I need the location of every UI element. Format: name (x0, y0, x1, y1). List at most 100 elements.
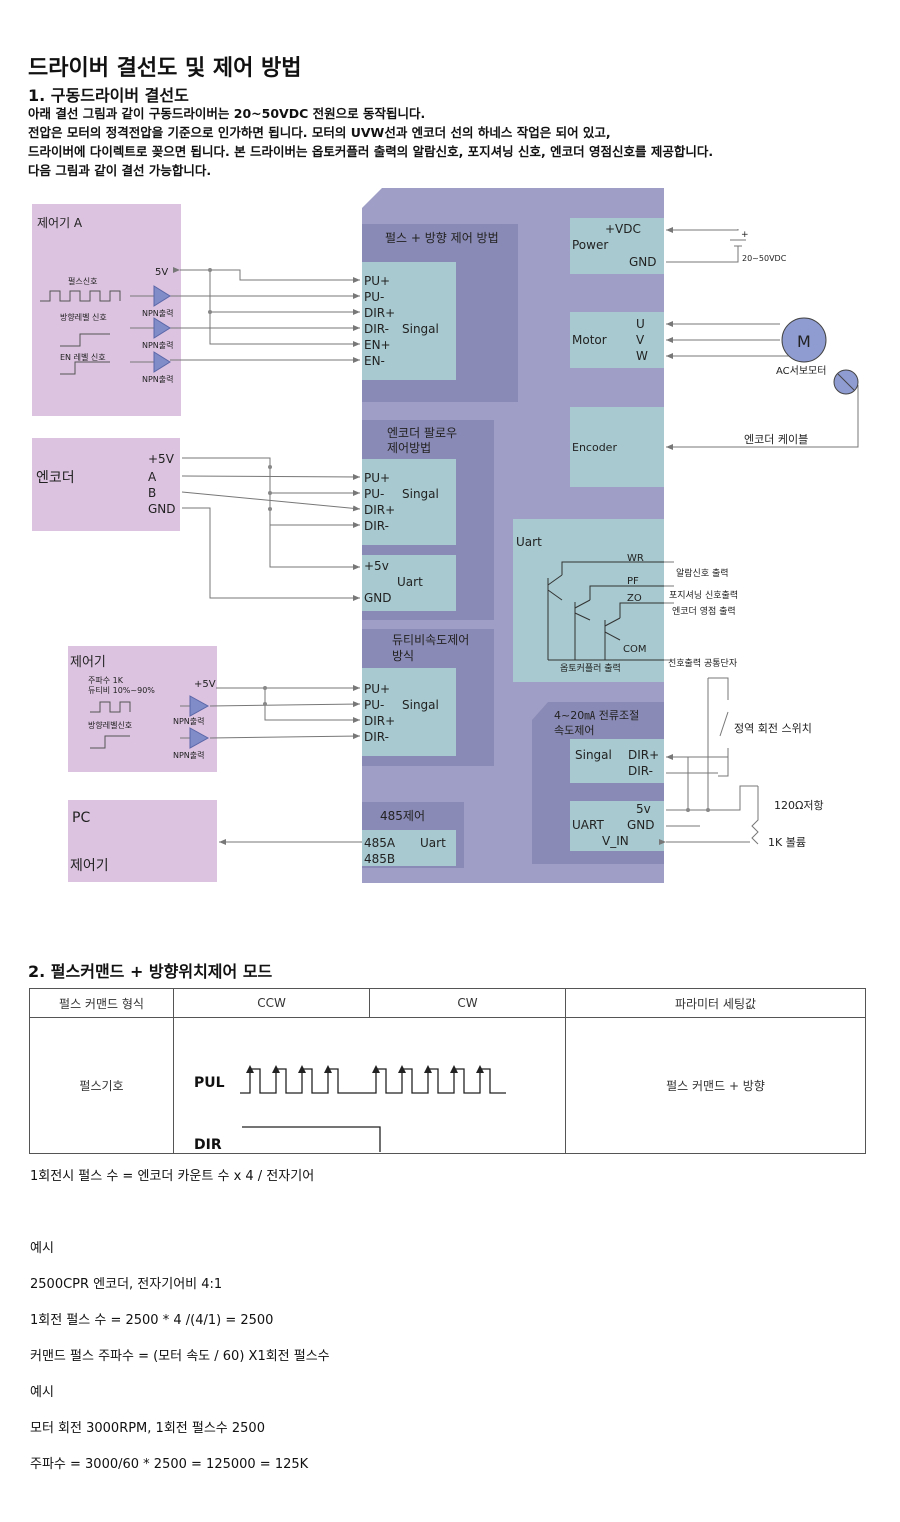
npn-buffers-a (153, 285, 171, 373)
motor-v: V (636, 333, 645, 347)
pc-label: PC (72, 810, 90, 826)
current-wires (659, 677, 759, 845)
pin-label: PU- (364, 698, 384, 712)
current-dots (686, 808, 710, 812)
controller2-5v: +5V (194, 679, 216, 690)
encoder-title: 엔코더 (36, 470, 75, 486)
uart-com: COM (623, 644, 646, 655)
table-cell-label: 펄스기호 (29, 1017, 174, 1154)
section1-heading: 1. 구동드라이버 결선도 (28, 86, 189, 105)
en-level-label: EN 레벨 신호 (60, 352, 106, 362)
pul-label: PUL (194, 1075, 225, 1091)
pulse-signal-label: 펄스신호 (68, 276, 97, 286)
page-title: 드라이버 결선도 및 제어 방법 (28, 56, 302, 81)
formula-line: 주파수 = 3000/60 * 2500 = 125000 = 125K (30, 1457, 309, 1472)
current-uart: UART (572, 818, 604, 832)
current-title: 속도제어 (554, 724, 594, 737)
singal-label: Singal (402, 698, 439, 712)
encoder-5v: +5V (148, 452, 175, 466)
wiring-diagram: 제어기 A 5V 펄스신호 방향레벨 신호 EN 레벨 신호 NPN출력 NPN… (32, 188, 859, 883)
encoder-box (32, 438, 180, 531)
pulse-command-table: 펄스 커맨드 형식 CCW CW 파라미터 세팅값 펄스기호 PUL DIR 펄… (29, 988, 866, 1154)
pul-arrows (246, 1065, 484, 1073)
encoder-dots (268, 465, 272, 511)
uart-out-wires (664, 561, 674, 661)
uart-out-title: Uart (516, 535, 542, 549)
formula-line: 예시 (30, 1241, 54, 1256)
power-box (570, 218, 664, 274)
pin-label: PU- (364, 290, 384, 304)
intro-line: 다음 그림과 같이 결선 가능합니다. (28, 163, 212, 178)
encoder-symbol-line (837, 373, 855, 391)
motor-u: U (636, 317, 645, 331)
current-title: 4~20㎃ 전류조절 (554, 709, 639, 722)
resistor-label: 120Ω저항 (774, 799, 824, 812)
encoder-block-box (570, 407, 664, 487)
motor-box (570, 312, 664, 368)
encoder-a: A (148, 470, 157, 484)
servo-label: AC서보모터 (776, 365, 826, 377)
pin-label: DIR+ (364, 503, 395, 517)
section2-heading: 2. 펄스커맨드 + 방향위치제어 모드 (28, 962, 273, 981)
pc-controller-label: 제어기 (70, 858, 109, 874)
power-plus: + (741, 230, 749, 240)
rs485-uart: Uart (420, 836, 446, 850)
controller2-title: 제어기 (70, 655, 106, 670)
uart5v-5v: +5v (364, 559, 389, 573)
opto-transistors (547, 561, 664, 661)
npn-label: NPN출력 (173, 716, 205, 726)
rs485-box (362, 830, 456, 866)
current-singal-box (570, 739, 664, 783)
pin-label: DIR+ (364, 306, 395, 320)
alarm-output-label: 알람신호 출력 (676, 567, 729, 579)
intro-line: 드라이버에 다이렉트로 꽂으면 됩니다. 본 드라이버는 옵토커플러 출력의 알… (28, 144, 714, 159)
npn-label: NPN출력 (142, 340, 174, 350)
encoder-follow-title: 제어방법 (387, 441, 431, 455)
duty-title: 듀티비속도제어 (392, 633, 469, 647)
formula-line: 모터 회전 3000RPM, 1회전 펄스수 2500 (30, 1421, 265, 1436)
formula-line: 1회전 펄스 수 = 2500 * 4 /(4/1) = 2500 (30, 1313, 274, 1328)
controller2-wires (180, 685, 361, 740)
formula-line: 예시 (30, 1385, 54, 1400)
encoder-gnd: GND (148, 502, 176, 516)
rs485-title: 485제어 (380, 809, 425, 823)
encoder-block-label: Encoder (572, 441, 617, 454)
uart5v-box (362, 555, 456, 611)
switch-label: 정역 회전 스위치 (734, 722, 812, 735)
singal-label: Singal (402, 322, 439, 336)
pc-box (68, 800, 217, 882)
motor-wires (666, 321, 859, 450)
pot-label: 1K 볼륨 (768, 836, 806, 849)
freq-label: 주파수 1K (88, 676, 124, 685)
pin-label: EN- (364, 354, 385, 368)
power-supply: 20~50VDC (742, 254, 787, 263)
npn-label: NPN출력 (173, 750, 205, 760)
npn-buffers-2 (189, 695, 210, 749)
uart-pf: PF (627, 576, 639, 587)
table-header: 파라미터 세팅값 (565, 988, 866, 1018)
dir-waveform (242, 1126, 381, 1152)
controller-a-wires (130, 267, 360, 363)
current-vin: V_IN (602, 834, 629, 848)
motor-label: Motor (572, 333, 607, 347)
power-wires (666, 227, 746, 263)
encoder-cable-label: 엔코더 케이블 (744, 433, 808, 446)
pin-label: PU+ (364, 682, 390, 696)
pin-label: PU+ (364, 274, 390, 288)
encoder-follow-box (362, 459, 456, 545)
uart-zo: ZO (627, 593, 642, 604)
controller-a-dots (208, 268, 212, 314)
uart5v-gnd: GND (364, 591, 392, 605)
waveform-cell: PUL DIR (173, 1017, 566, 1154)
power-vdc: +VDC (605, 222, 641, 236)
controller-a-box (32, 204, 181, 416)
current-gnd: GND (627, 818, 655, 832)
encoder-wires (181, 457, 361, 601)
formula-line: 2500CPR 엔코더, 전자기어비 4:1 (30, 1277, 223, 1292)
controller-a-title: 제어기 A (37, 216, 83, 230)
singal-label: Singal (402, 487, 439, 501)
controller-a-waveforms (40, 290, 121, 375)
pin-label: EN+ (364, 338, 391, 352)
table-header: CW (369, 988, 566, 1018)
table-header: 펄스 커맨드 형식 (29, 988, 174, 1018)
